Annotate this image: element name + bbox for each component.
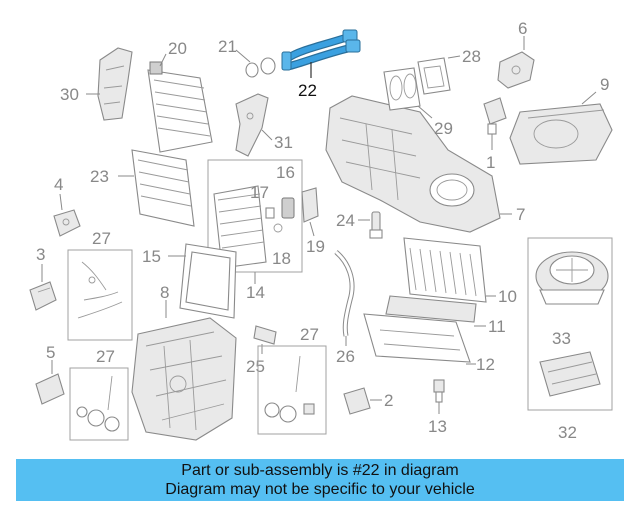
- callout-18: 18: [272, 249, 291, 268]
- part-17-clip: [265, 207, 275, 219]
- part-27-hoses-a: [77, 261, 123, 319]
- part-18-oring: [273, 223, 283, 233]
- part-27-box-a: [67, 249, 133, 341]
- part-19-seal: [301, 187, 319, 223]
- part-10-filter: [403, 237, 487, 303]
- callout-30: 30: [60, 85, 79, 104]
- part-23-core: [131, 149, 195, 227]
- part-7-main-housing: [325, 95, 501, 233]
- caption-line-2: Diagram may not be specific to your vehi…: [165, 481, 475, 498]
- callout-10: 10: [498, 287, 517, 306]
- callout-31: 31: [274, 133, 293, 152]
- callout-24: 24: [336, 211, 355, 230]
- callout-28: 28: [462, 47, 481, 66]
- callout-9: 9: [600, 75, 609, 94]
- callout-29: 29: [434, 119, 453, 138]
- part-33-resistor: [539, 351, 601, 397]
- part-21-seals: [245, 57, 276, 78]
- part-27-box-b: [69, 367, 129, 441]
- callout-27c: 27: [300, 325, 319, 344]
- part-27-seals-b: [76, 375, 120, 432]
- part-4-sensor: [53, 209, 81, 237]
- callout-16: 16: [276, 163, 295, 182]
- part-8-housing: [131, 317, 237, 441]
- part-6-actuator: [497, 51, 535, 89]
- part-2-motor: [343, 387, 371, 415]
- part-12-panel: [363, 313, 471, 363]
- callout-26: 26: [336, 347, 355, 366]
- callout-19: 19: [306, 237, 325, 256]
- part-5-actuator: [35, 373, 65, 405]
- callout-6: 6: [518, 19, 527, 38]
- part-13-bolt: [433, 379, 445, 403]
- callout-27a: 27: [92, 229, 111, 248]
- callout-20: 20: [168, 39, 187, 58]
- callout-3: 3: [36, 245, 45, 264]
- callout-11: 11: [488, 317, 506, 336]
- callout-17: 17: [250, 183, 269, 202]
- part-1-servo: [483, 97, 507, 135]
- callout-7: 7: [516, 205, 525, 224]
- callout-25: 25: [246, 357, 265, 376]
- part-27-seals-c: [264, 355, 315, 423]
- caption-line-1: Part or sub-assembly is #22 in diagram: [181, 462, 459, 479]
- part-14-evaporator: [213, 185, 267, 269]
- callout-2: 2: [384, 391, 393, 410]
- parts-diagram: 22 30 20 21 31 23: [29, 19, 613, 442]
- callout-27b: 27: [96, 347, 115, 366]
- callout-8: 8: [160, 283, 169, 302]
- part-32-blower: [535, 251, 609, 305]
- part-16-valve: [281, 197, 295, 219]
- callout-33: 33: [552, 329, 571, 348]
- callout-15: 15: [142, 247, 161, 266]
- part-26-tube: [334, 250, 355, 337]
- callout-23: 23: [90, 167, 109, 186]
- part-22-heater-hoses[interactable]: [281, 29, 361, 71]
- part-32-box: [527, 237, 613, 411]
- callout-5: 5: [46, 343, 55, 362]
- callout-4: 4: [54, 175, 63, 194]
- part-31-bracket: [235, 93, 269, 157]
- callout-1: 1: [486, 153, 495, 172]
- part-15-frame: [179, 243, 237, 319]
- part-29-gasket: [383, 67, 421, 111]
- part-25-sensor: [253, 325, 277, 345]
- part-11-cover: [385, 295, 477, 323]
- callout-21: 21: [218, 37, 237, 56]
- callout-12: 12: [476, 355, 495, 374]
- callout-22: 22: [298, 81, 317, 100]
- callout-13: 13: [428, 417, 447, 436]
- part-20-heater-core: [147, 61, 213, 153]
- part-27-box-c: [257, 345, 327, 435]
- caption-banner: Part or sub-assembly is #22 in diagram D…: [16, 459, 624, 501]
- part-3-actuator: [29, 281, 57, 311]
- callout-14: 14: [246, 283, 265, 302]
- part-28-gasket: [417, 57, 451, 95]
- part-9-housing: [509, 103, 613, 165]
- part-30-bracket: [97, 47, 133, 121]
- callout-32: 32: [558, 423, 577, 442]
- part-24-sensor: [369, 211, 383, 239]
